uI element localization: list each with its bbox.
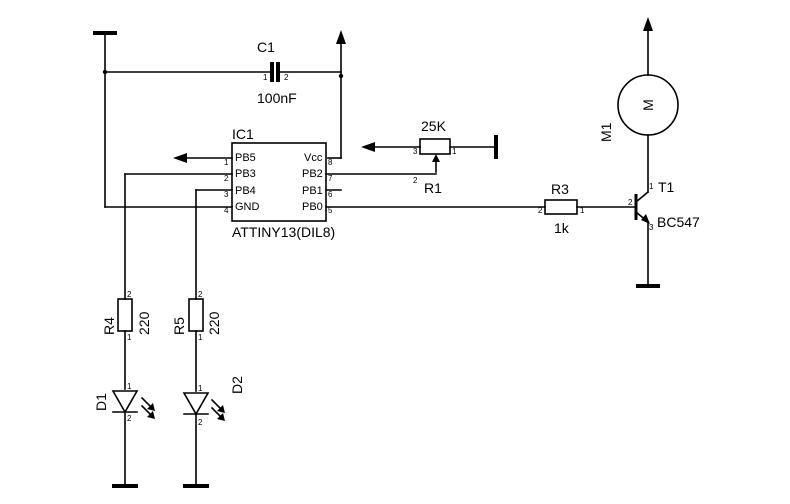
wire-pb4-r5 [195,189,233,300]
resistor-r3: R3 1k 2 1 [538,181,635,236]
r5-ref: R5 [171,317,187,335]
ic1-pin-pb4: PB4 [235,185,256,197]
r1-ref: R1 [424,180,442,196]
d2-ref: D2 [229,376,245,394]
c1-pin1: 1 [263,73,268,82]
r4-value: 220 [136,311,152,335]
capacitor-c1: 1 2 C1 100nF [257,39,297,106]
ic1-pin-pb2: PB2 [302,168,323,180]
t1-pin1: 1 [649,182,654,191]
r3-pin2: 2 [538,206,543,215]
r1-pin2: 2 [413,176,418,185]
resistor-r5: R5 220 2 1 [171,290,222,392]
ic1-pinnum-7: 7 [328,174,333,183]
r4-ref: R4 [101,317,117,335]
ic1-pinnum-3: 3 [224,190,229,199]
ic1-ref: IC1 [232,126,254,142]
d2-pin1: 1 [198,384,203,393]
ic1-pinnum-5: 5 [328,206,333,215]
c1-value: 100nF [257,90,297,106]
r1-value: 25K [421,118,447,134]
t1-pin3: 3 [649,223,654,232]
led-d1: D1 1 2 [93,382,155,488]
c1-pin2: 2 [284,73,289,82]
t1-pin2: 2 [628,198,633,207]
d1-pin1: 1 [127,382,132,391]
led-d2: D2 1 2 [182,376,245,488]
ic1-pinnum-6: 6 [328,190,333,199]
d1-ref: D1 [93,393,109,411]
r1-pin3: 3 [413,147,418,156]
r1-pin1: 1 [452,147,457,156]
d2-pin2: 2 [198,418,203,427]
d1-pin2: 2 [127,414,132,423]
t1-part: BC547 [657,214,700,230]
ic1-part: ATTINY13(DIL8) [232,224,335,240]
pb5-arrow [173,153,233,163]
ic1-pinnum-4: 4 [224,206,229,215]
r3-value: 1k [554,220,570,236]
ic1-attiny13: IC1 ATTINY13(DIL8) PB5 PB3 PB4 GND 1 2 3… [224,126,335,240]
m1-ref: M1 [598,122,614,142]
wire-pb3-r4 [124,173,233,300]
r3-pin1: 1 [580,206,585,215]
r5-pin1: 1 [198,333,203,342]
ic1-pin-pb5: PB5 [235,152,256,164]
ic1-pin-pb0: PB0 [302,201,323,213]
r5-pin2: 2 [198,290,203,299]
ic1-pinnum-8: 8 [328,158,333,167]
c1-ref: C1 [257,39,275,55]
ic1-pin-vcc: Vcc [304,152,323,164]
ic1-pinnum-1: 1 [224,158,229,167]
motor-m1: M M1 [598,17,679,142]
motor-symbol: M [640,99,656,111]
ic1-pin-gnd: GND [235,201,260,213]
vcc-arrow [327,30,346,159]
wire-left-rail [102,32,233,208]
r4-pin1: 1 [127,333,132,342]
r3-ref: R3 [551,181,569,197]
r4-pin2: 2 [127,290,132,299]
t1-ref: T1 [658,179,675,195]
ic1-pin-pb1: PB1 [302,185,323,197]
transistor-t1: T1 BC547 1 2 3 [628,134,700,288]
r5-value: 220 [206,311,222,335]
ic1-pin-pb3: PB3 [235,168,256,180]
wire-c1-top [104,71,344,79]
resistor-r4: R4 220 2 1 [101,290,152,390]
ic1-pinnum-2: 2 [224,174,229,183]
pot-r1: 25K R1 3 1 2 [361,118,498,196]
